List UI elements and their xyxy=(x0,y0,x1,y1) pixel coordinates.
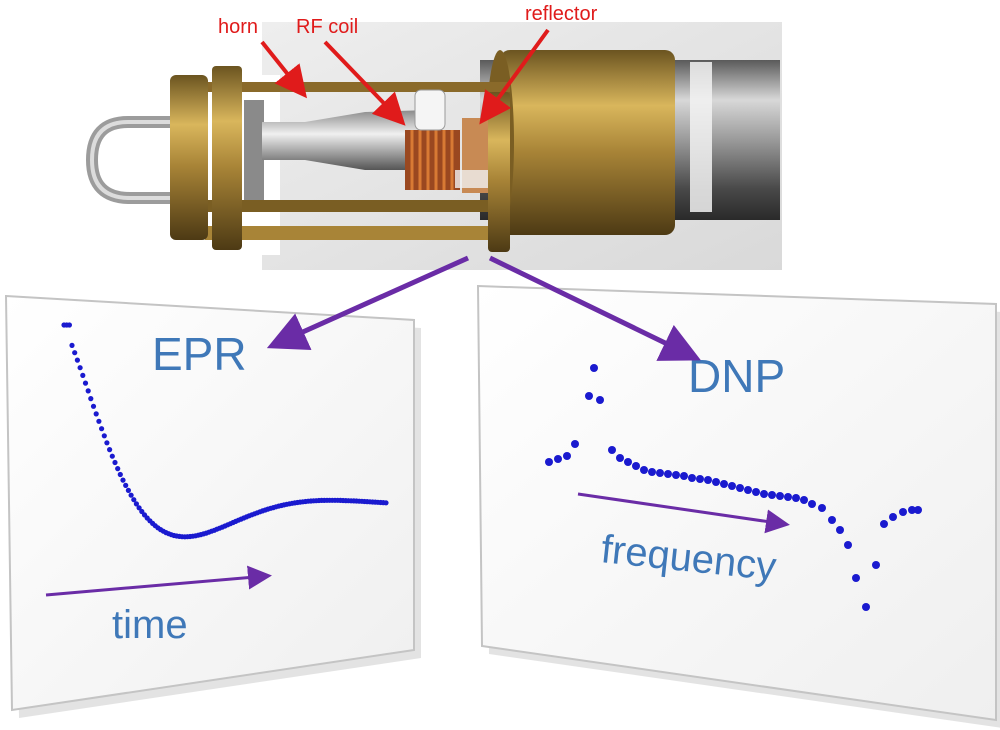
dnp-trace-dot xyxy=(760,490,768,498)
dnp-trace-dot xyxy=(792,494,800,502)
epr-trace-dot xyxy=(109,453,115,459)
epr-trace-dot xyxy=(74,357,80,363)
dnp-trace-dot xyxy=(712,478,720,486)
dnp-trace-dot xyxy=(744,486,752,494)
dnp-trace-dot xyxy=(563,452,571,460)
dnp-trace-dot xyxy=(908,506,916,514)
epr-trace-dot xyxy=(80,372,86,378)
epr-axis-label: time xyxy=(112,603,188,647)
dnp-trace-dot xyxy=(680,472,688,480)
epr-trace-dot xyxy=(115,466,121,472)
dnp-signal-trace xyxy=(545,364,922,611)
dnp-trace-dot xyxy=(585,392,593,400)
probe-photo xyxy=(80,22,782,270)
epr-title: EPR xyxy=(152,328,247,380)
epr-trace-dot xyxy=(85,388,91,394)
epr-trace-dot xyxy=(133,501,139,507)
epr-trace-dot xyxy=(77,365,83,371)
arrow-reflector xyxy=(479,28,550,125)
dnp-trace-dot xyxy=(640,466,648,474)
dnp-trace-dot xyxy=(545,458,553,466)
epr-trace-dot xyxy=(120,477,126,483)
dnp-trace-dot xyxy=(784,493,792,501)
dnp-trace-dot xyxy=(632,462,640,470)
epr-trace-dot xyxy=(96,418,102,424)
dnp-trace-dot xyxy=(608,446,616,454)
epr-trace-dot xyxy=(82,380,89,386)
dnp-trace-dot xyxy=(862,603,870,611)
dnp-trace-dot xyxy=(648,468,656,476)
epr-trace-dot xyxy=(66,322,72,328)
dnp-trace-dot xyxy=(728,482,736,490)
dnp-axis-arrow xyxy=(577,492,790,534)
dnp-trace-dot xyxy=(752,488,760,496)
photo-labels: horn RF coil reflector xyxy=(218,3,598,126)
label-horn: horn xyxy=(218,16,258,38)
dnp-trace-dot xyxy=(800,496,808,504)
epr-trace-dot xyxy=(99,426,105,432)
dnp-trace-dot xyxy=(836,526,844,534)
epr-trace-dot xyxy=(107,447,113,453)
arrow-to-epr xyxy=(266,255,470,350)
epr-trace-dot xyxy=(117,471,123,478)
dnp-trace-dot xyxy=(672,471,680,479)
dnp-trace-dot xyxy=(852,574,860,582)
epr-trace-dot xyxy=(112,459,118,466)
dnp-trace-dot xyxy=(828,516,836,524)
dnp-trace-dot xyxy=(914,506,922,514)
arrow-to-dnp xyxy=(488,255,701,361)
dnp-trace-dot xyxy=(844,541,852,549)
epr-trace-dot xyxy=(72,350,78,356)
epr-trace-dot xyxy=(93,411,99,417)
dnp-trace-dot xyxy=(880,520,888,528)
dnp-trace-dot xyxy=(688,474,696,482)
dnp-trace-dot xyxy=(664,470,672,478)
dnp-trace-dot xyxy=(554,455,562,463)
dnp-trace-dot xyxy=(899,508,907,516)
epr-trace-dot xyxy=(69,342,75,348)
dnp-trace-dot xyxy=(596,396,604,404)
brass-sleeve xyxy=(500,50,675,235)
epr-trace-dot xyxy=(383,500,389,506)
epr-trace-dot xyxy=(131,497,137,503)
epr-trace-dot xyxy=(123,482,129,488)
epr-trace-dot xyxy=(128,492,134,498)
dnp-trace-dot xyxy=(590,364,598,372)
dnp-trace-dot xyxy=(571,440,579,448)
epr-trace-dot xyxy=(101,433,107,439)
epr-trace-dot xyxy=(88,396,94,402)
dnp-trace-dot xyxy=(776,492,784,500)
epr-panel: EPR time xyxy=(4,294,421,718)
arrow-rf-coil xyxy=(323,40,406,126)
dnp-trace-dot xyxy=(704,476,712,484)
dnp-trace-dot xyxy=(889,513,897,521)
epr-trace-dot xyxy=(104,440,110,446)
arrow-horn xyxy=(260,40,307,99)
dnp-trace-dot xyxy=(656,469,664,477)
epr-axis-arrow xyxy=(45,565,272,597)
epr-trace-dot xyxy=(125,487,131,493)
dnp-trace-dot xyxy=(720,480,728,488)
label-reflector: reflector xyxy=(525,3,598,25)
dnp-trace-dot xyxy=(696,475,704,483)
epr-trace-dot xyxy=(90,403,97,409)
dnp-trace-dot xyxy=(872,561,880,569)
dnp-trace-dot xyxy=(736,484,744,492)
dnp-panel: DNP frequency xyxy=(476,284,1000,728)
dnp-trace-dot xyxy=(818,504,826,512)
epr-signal-trace xyxy=(61,322,389,540)
dnp-title: DNP xyxy=(688,350,785,402)
epr-trace-dot xyxy=(136,505,142,511)
label-rf-coil: RF coil xyxy=(296,16,358,38)
dnp-trace-dot xyxy=(808,500,816,508)
dnp-trace-dot xyxy=(768,491,776,499)
dnp-trace-dot xyxy=(616,454,624,462)
dnp-trace-dot xyxy=(624,458,632,466)
